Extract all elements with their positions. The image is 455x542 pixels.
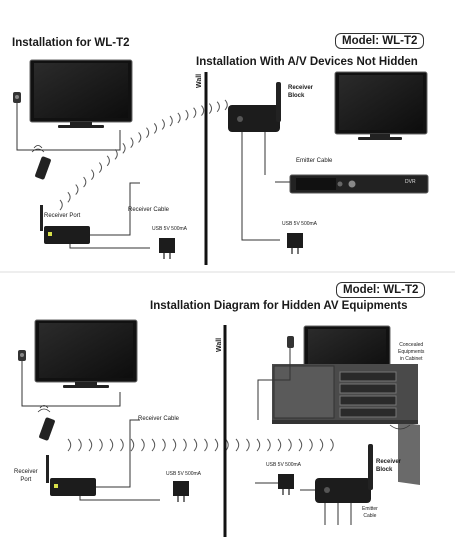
signal-arc [114, 149, 118, 160]
signal-arc [201, 105, 205, 116]
signal-arc [106, 155, 110, 167]
signal-arc [161, 119, 165, 130]
signal-arc [130, 137, 134, 148]
signal-arc [67, 438, 72, 452]
top-receiver-block-label: Receiver Block [288, 85, 314, 99]
signal-arc [109, 438, 114, 452]
signal-arc [214, 438, 219, 452]
signal-arc [309, 438, 313, 452]
bottom-emitter-cable-label: Emitter Cable [362, 506, 378, 519]
concealed-label: Concealed Equipments in Cabinet [398, 342, 425, 362]
top-receiver-cable-label: Receiver Cable [128, 207, 170, 213]
signal-arc [153, 123, 158, 134]
signal-arc [138, 132, 142, 143]
signal-arc [88, 438, 93, 452]
signal-arc [99, 438, 103, 452]
signal-arc [78, 438, 82, 452]
signal-arc [183, 438, 187, 452]
top-model-badge: Model: WL-T2 [335, 33, 425, 49]
signal-arc [151, 438, 156, 452]
signal-arc [177, 112, 181, 124]
signal-arc [172, 438, 177, 452]
top-right-tv [334, 71, 428, 140]
signal-arc [162, 438, 166, 452]
top-signal-waves [59, 99, 228, 211]
signal-arc [141, 438, 145, 452]
signal-arc [169, 115, 173, 127]
signal-arc [83, 176, 87, 188]
bottom-receiver-port [46, 419, 160, 501]
signal-arc [330, 438, 334, 452]
signal-arc [193, 107, 197, 119]
bottom-wall-label: Wall [216, 337, 223, 352]
top-usb-left-label: USB 5V 500mA [152, 226, 188, 232]
bottom-usb-right-label: USB 5V 500mA [266, 462, 302, 468]
bottom-model-badge: Model: WL-T2 [336, 282, 426, 298]
signal-arc [120, 438, 124, 452]
top-right-title: Installation With A/V Devices Not Hidden [196, 56, 418, 68]
signal-arc [208, 103, 213, 114]
signal-arc [122, 142, 126, 154]
top-left-tv [29, 59, 133, 128]
bottom-receiver-block-label: Receiver Block [376, 459, 402, 473]
bottom-usb-adapter-left [173, 481, 189, 502]
bottom-signal-waves [67, 438, 334, 452]
top-usb-adapter-left [159, 238, 175, 259]
signal-arc [91, 169, 95, 181]
bottom-left-tv [34, 319, 138, 388]
signal-arc [216, 101, 220, 113]
signal-arc [224, 99, 228, 111]
signal-arc [204, 438, 208, 452]
top-receiver-port [40, 182, 150, 249]
signal-arc [235, 438, 240, 452]
top-dvr [275, 174, 429, 194]
top-receiver-block [228, 82, 281, 241]
signal-arc [193, 438, 198, 452]
signal-arc [246, 438, 250, 452]
bottom-usb-adapter-right [255, 474, 294, 495]
bottom-left-remote [37, 405, 55, 441]
top-usb-adapter-right [287, 233, 303, 254]
signal-arc [298, 438, 303, 452]
top-receiver-port-label: Receiver Port [44, 213, 81, 219]
signal-arc [67, 191, 71, 203]
bottom-receiver-port-label: Receiver Port [14, 469, 38, 483]
bottom-cabinet [272, 325, 420, 486]
bottom-usb-left-label: USB 5V 500mA [166, 471, 202, 477]
signal-arc [288, 438, 292, 452]
dvr-label: DVR [405, 179, 416, 185]
bottom-receiver-block [300, 444, 373, 525]
bottom-title: Installation Diagram for Hidden AV Equip… [150, 300, 408, 312]
signal-arc [277, 438, 282, 452]
top-left-remote [31, 145, 51, 180]
top-usb-right-label: USB 5V 500mA [282, 221, 318, 227]
signal-arc [256, 438, 261, 452]
bottom-receiver-cable-label: Receiver Cable [138, 416, 180, 422]
top-wall-label: Wall [196, 73, 203, 88]
top-emitter-cable-label: Emitter Cable [296, 158, 333, 164]
signal-arc [319, 438, 324, 452]
top-left-title: Installation for WL-T2 [12, 37, 130, 49]
signal-arc [185, 109, 189, 121]
bottom-cabinet-ir [257, 336, 294, 420]
signal-arc [98, 162, 103, 173]
signal-arc [59, 199, 63, 211]
signal-arc [75, 184, 79, 195]
signal-arc [130, 438, 135, 452]
signal-arc [146, 127, 150, 139]
bottom-left-ir-sensor [18, 350, 121, 407]
signal-arc [267, 438, 271, 452]
top-left-ir-sensor [13, 92, 121, 151]
